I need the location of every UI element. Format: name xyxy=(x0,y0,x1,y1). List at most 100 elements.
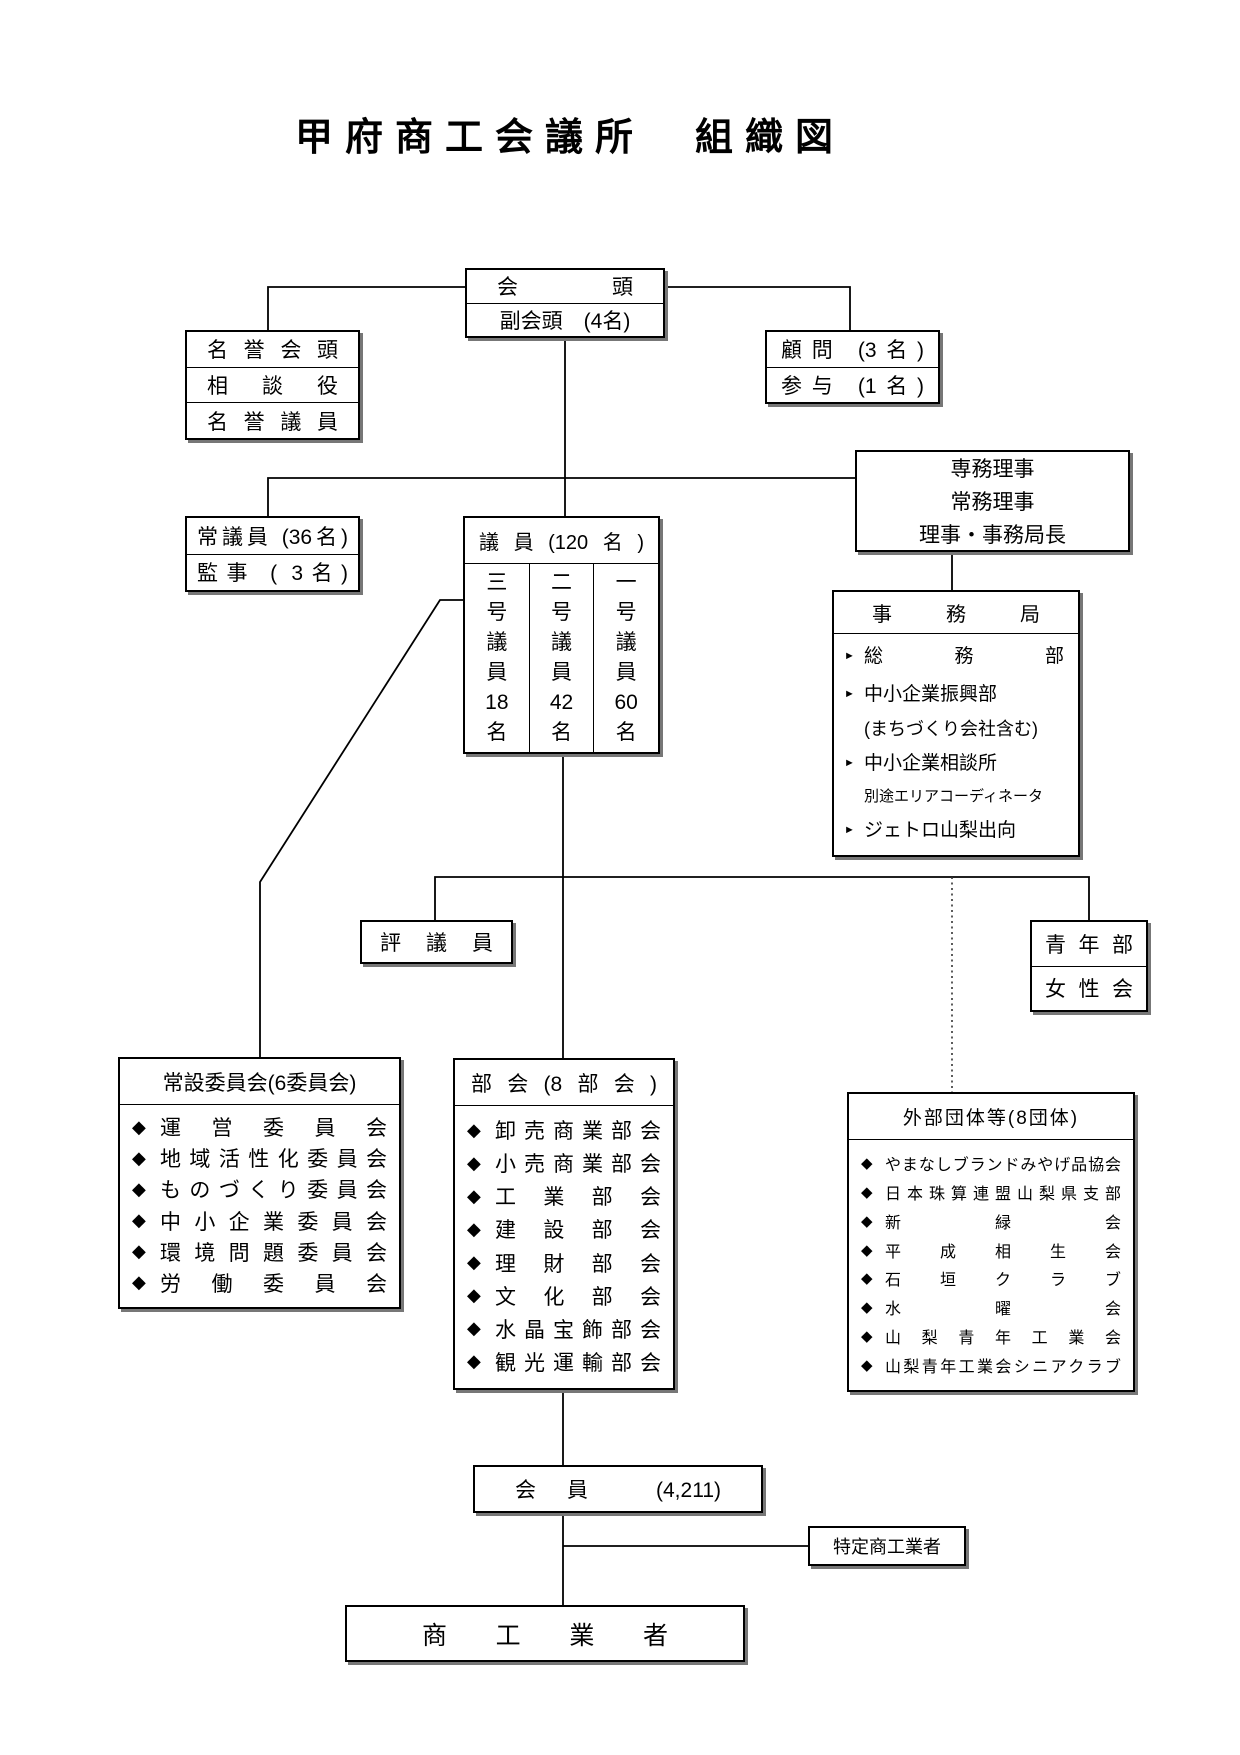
diamond-icon: ◆ xyxy=(861,1241,873,1259)
advisor-label: 顧問 (3名) xyxy=(781,339,924,363)
external-label: 水曜会 xyxy=(885,1301,1121,1319)
section-item: ◆ 卸売商業部会 xyxy=(467,1115,661,1145)
diamond-icon: ◆ xyxy=(132,1147,146,1168)
committee-label: 労働委員会 xyxy=(160,1272,387,1296)
arrow-icon: ► xyxy=(844,649,855,662)
standing-members-row: 常議員 (36名) xyxy=(187,518,358,555)
section-item: ◆ 文化部会 xyxy=(467,1281,661,1311)
committee-item: ◆地域活性化委員会 xyxy=(132,1143,387,1173)
senmu-label: 専務理事 xyxy=(950,458,1035,482)
section-item: ◆小売商業部会 xyxy=(467,1148,661,1178)
external-item: ◆ 新緑会 xyxy=(861,1209,1121,1233)
external-label: 日本珠算連盟山梨県支部 xyxy=(885,1185,1121,1203)
general-affairs-label: 総務部 xyxy=(864,645,1064,667)
external-label: 平成相生会 xyxy=(885,1243,1121,1261)
sections-panel: 部会(8部会) ◆ 卸売商業部会 ◆小売商業部会 ◆ 工業部会 ◆建設部会 ◆ 理財部… xyxy=(453,1058,675,1390)
office-item: ► 中小企業相談所 xyxy=(844,746,1070,781)
external-header: 外部団体等(8団体) xyxy=(849,1094,1133,1140)
hyogiin-label: 評議員 xyxy=(380,932,493,955)
committee-item: ◆ 運営委員会 xyxy=(132,1112,387,1142)
members-label: 会員 (4,211) xyxy=(515,1479,721,1502)
riji-row: 理事・事務局長 xyxy=(857,517,1128,550)
honorary-chairman-row: 名誉会頭 xyxy=(187,332,358,368)
youth-division-label: 青年部 xyxy=(1045,933,1133,957)
section-item: ◆ 理財部会 xyxy=(467,1248,661,1278)
office-item-note: 別途エリアコーディネータ xyxy=(844,784,1070,810)
diamond-icon: ◆ xyxy=(467,1351,481,1372)
section-label: 文化部会 xyxy=(495,1285,661,1309)
senmu-row: 専務理事 xyxy=(857,452,1128,485)
committee-label: 中小企業委員会 xyxy=(160,1210,387,1234)
specified-box: 特定商工業者 xyxy=(808,1526,966,1566)
diamond-icon: ◆ xyxy=(861,1270,873,1288)
external-label: 新緑会 xyxy=(885,1214,1121,1232)
diamond-icon: ◆ xyxy=(467,1152,481,1173)
standing-box: 常議員 (36名) 監事 ( 3名) xyxy=(185,516,360,592)
diamond-icon: ◆ xyxy=(861,1328,873,1346)
giin-box: 議員(120名) 三 号 議 員 18 名 二 号 議 員 42 名 一 号 議… xyxy=(463,516,660,754)
businesses-row: 商工業者 xyxy=(347,1607,743,1660)
chairman-row: 会頭 xyxy=(467,270,663,304)
standing-members-label: 常議員 (36名) xyxy=(197,525,348,549)
chairman-box: 会頭 副会頭 (4名) xyxy=(465,268,665,338)
arrow-icon: ► xyxy=(844,824,855,837)
giin-columns: 三 号 議 員 18 名 二 号 議 員 42 名 一 号 議 員 60 名 xyxy=(465,564,658,752)
committee-item: ◆ ものづくり委員会 xyxy=(132,1174,387,1204)
specified-label: 特定商工業者 xyxy=(833,1537,941,1557)
external-panel: 外部団体等(8団体) ◆ やまなしブランドみやげ品協会 ◆ 日本珠算連盟山梨県支部 … xyxy=(847,1092,1135,1392)
section-label: 理財部会 xyxy=(495,1252,661,1276)
section-label: 工業部会 xyxy=(495,1186,661,1210)
arrow-icon: ► xyxy=(844,757,855,770)
auditors-row: 監事 ( 3名) xyxy=(187,555,358,591)
external-label: やまなしブランドみやげ品協会 xyxy=(885,1156,1121,1174)
section-item: ◆建設部会 xyxy=(467,1214,661,1244)
diamond-icon: ◆ xyxy=(467,1285,481,1306)
connector-chairman-honorary xyxy=(267,286,465,330)
external-label: 山梨青年工業会シニアクラブ xyxy=(885,1359,1121,1376)
members-box: 会員 (4,211) xyxy=(473,1465,763,1513)
committee-label: ものづくり委員会 xyxy=(160,1179,387,1203)
page-title: 甲府商工会議所 組織図 xyxy=(294,117,845,159)
diamond-icon: ◆ xyxy=(861,1299,873,1317)
area-coordinator-label: 別途エリアコーディネータ xyxy=(864,788,1043,806)
honorary-chairman-label: 名誉会頭 xyxy=(207,339,338,363)
diamond-icon: ◆ xyxy=(132,1116,146,1137)
diamond-icon: ◆ xyxy=(467,1119,481,1140)
external-items: ◆ やまなしブランドみやげ品協会 ◆ 日本珠算連盟山梨県支部 ◆ 新緑会 ◆ 平成相生会… xyxy=(849,1140,1133,1390)
sme-consultation-label: 中小企業相談所 xyxy=(864,753,998,775)
womens-group-row: 女性会 xyxy=(1032,967,1146,1011)
diamond-icon: ◆ xyxy=(467,1252,481,1273)
diamond-icon: ◆ xyxy=(467,1318,481,1339)
sections-header-label: 部会(8部会) xyxy=(471,1072,657,1096)
diamond-icon: ◆ xyxy=(132,1272,146,1293)
section-label: 卸売商業部会 xyxy=(495,1120,661,1144)
diamond-icon: ◆ xyxy=(861,1183,873,1201)
hyogiin-row: 評議員 xyxy=(362,922,511,962)
diamond-icon: ◆ xyxy=(132,1241,146,1262)
committees-panel: 常設委員会(6委員会) ◆ 運営委員会 ◆地域活性化委員会 ◆ ものづくり委員会 ◆… xyxy=(118,1057,401,1309)
office-item: ►中小企業振興部 xyxy=(844,677,1070,712)
diamond-icon: ◆ xyxy=(132,1178,146,1199)
members-row: 会員 (4,211) xyxy=(475,1467,761,1511)
committee-label: 環境問題委員会 xyxy=(160,1241,387,1265)
diamond-icon: ◆ xyxy=(861,1212,873,1230)
specified-row: 特定商工業者 xyxy=(810,1528,964,1564)
office-item-note: (まちづくり会社含む) xyxy=(844,715,1070,744)
arrow-icon: ► xyxy=(844,687,855,700)
jomu-row: 常務理事 xyxy=(857,485,1128,518)
external-item: ◆ 水曜会 xyxy=(861,1295,1121,1319)
committee-label: 運営委員会 xyxy=(160,1117,387,1141)
executives-box: 専務理事 常務理事 理事・事務局長 xyxy=(855,450,1130,552)
section-item: ◆ 水晶宝飾部会 xyxy=(467,1314,661,1344)
vice-chairman-row: 副会頭 (4名) xyxy=(467,304,663,337)
sanyo-label: 参与 (1名) xyxy=(781,374,924,398)
connector-chairman-advisors xyxy=(665,286,851,330)
chairman-label: 会頭 xyxy=(497,276,633,300)
section-label: 水晶宝飾部会 xyxy=(495,1318,661,1342)
committees-header: 常設委員会(6委員会) xyxy=(120,1059,399,1105)
external-item: ◆山梨青年工業会 xyxy=(861,1324,1121,1348)
machizukuri-note-label: (まちづくり会社含む) xyxy=(864,718,1038,739)
giin-column-2go: 二 号 議 員 42 名 xyxy=(530,564,595,752)
businesses-label: 商工業者 xyxy=(422,1621,668,1650)
